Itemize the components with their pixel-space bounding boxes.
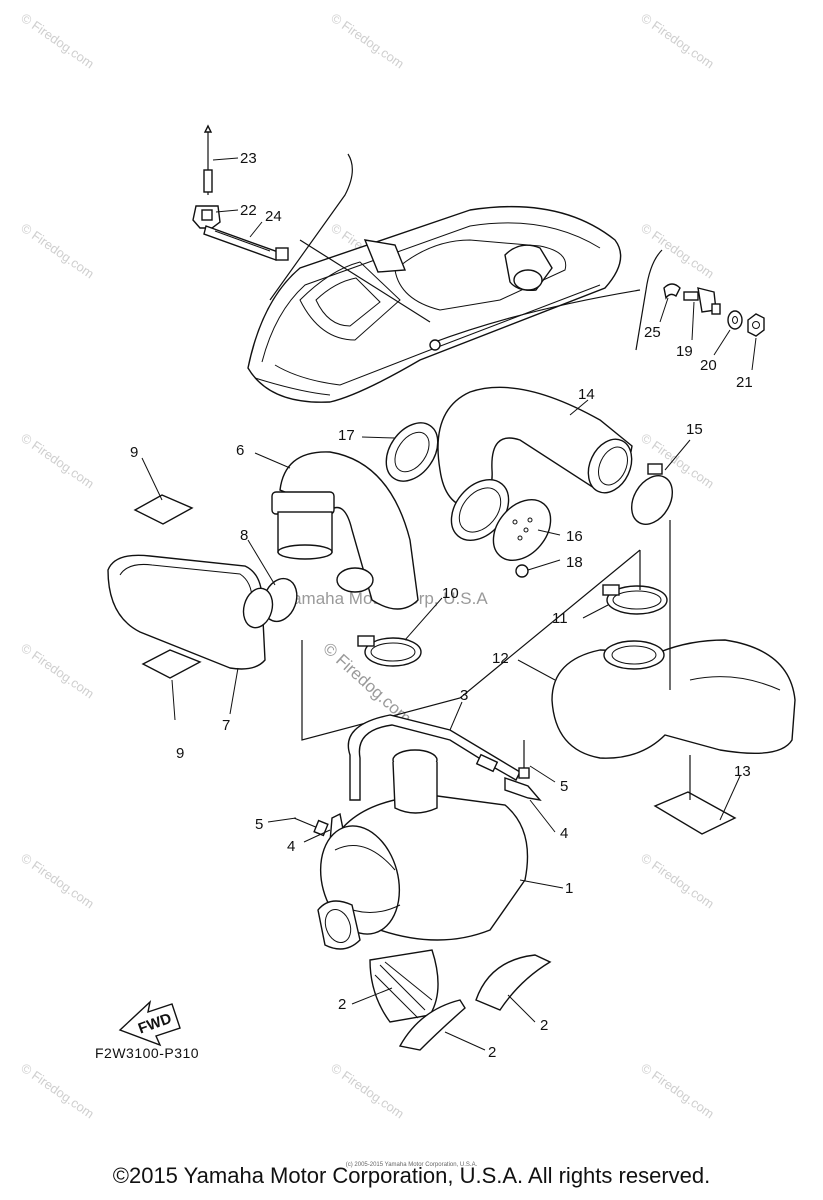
label-part-17: 17 (338, 427, 355, 444)
watermark: © Firedog.com (18, 430, 97, 491)
label-part-21: 21 (736, 374, 753, 391)
label-part-1: 1 (565, 880, 573, 897)
label-part-18: 18 (566, 554, 583, 571)
part-18-nut (515, 564, 529, 578)
label-part-12: 12 (492, 650, 509, 667)
label-part-5-right: 5 (560, 778, 568, 795)
label-part-4-left: 4 (287, 838, 295, 855)
label-part-7: 7 (222, 717, 230, 734)
label-part-11: 11 (552, 610, 568, 627)
label-part-16: 16 (566, 528, 583, 545)
watermark: © Firedog.com (638, 1060, 717, 1121)
label-part-9-bottom: 9 (176, 745, 184, 762)
label-part-9-top: 9 (130, 444, 138, 461)
label-part-5-left: 5 (255, 816, 263, 833)
part-19-fitting (683, 287, 721, 315)
part-5-bolt-left (293, 817, 329, 837)
forward-direction-arrow: FWD (118, 1000, 181, 1047)
label-part-8: 8 (240, 527, 248, 544)
label-part-3: 3 (460, 687, 468, 704)
watermark: © Firedog.com (328, 10, 407, 71)
watermark: © Firedog.com (638, 10, 717, 71)
label-part-23: 23 (240, 150, 257, 167)
detail-bracket-left (269, 153, 353, 301)
label-part-6: 6 (236, 442, 244, 459)
label-part-14: 14 (578, 386, 595, 403)
copyright-notice: ©2015 Yamaha Motor Corporation, U.S.A. A… (112, 1163, 711, 1188)
label-part-2-center: 2 (338, 996, 346, 1013)
part-12-resonator (551, 639, 796, 759)
part-3-strap (347, 714, 521, 801)
label-part-19: 19 (676, 343, 693, 360)
label-part-13: 13 (734, 763, 751, 780)
part-17-flange (385, 422, 439, 482)
label-part-10: 10 (442, 585, 459, 602)
part-2-shield-bottom (398, 999, 466, 1051)
part-11-clamp (602, 584, 668, 615)
part-24-cable-tie (203, 225, 289, 261)
part-14-duct (437, 386, 633, 509)
label-part-25: 25 (644, 324, 661, 341)
part-7-air-box (107, 554, 274, 670)
part-number-labels: 23 22 24 25 19 20 21 14 17 15 6 9 16 8 1… (130, 150, 753, 1061)
part-5-bolt-right (518, 740, 530, 779)
watermark: © Firedog.com (328, 1060, 407, 1121)
leader-lines (141, 157, 757, 1051)
part-23-rivet (203, 124, 213, 195)
wire-harness-link (299, 239, 431, 323)
watermark: © Firedog.com (18, 10, 97, 71)
pipe-joint-ring (336, 567, 374, 593)
part-10-clamp (357, 635, 422, 667)
part-4-bracket-right (504, 777, 542, 802)
label-part-15: 15 (686, 421, 703, 438)
part-25-clip (663, 283, 681, 300)
diagram-code: F2W3100-P310 (95, 1045, 200, 1061)
watermark: © Firedog.com (18, 220, 97, 281)
wire-harness-right (431, 289, 641, 344)
part-15-clamp (631, 463, 673, 525)
part-9-pad-top (133, 494, 194, 525)
part-16-plate (450, 479, 552, 561)
part-9-pad-bottom (141, 649, 202, 679)
part-2-shield-center (369, 949, 439, 1023)
detail-bracket-right (635, 249, 663, 351)
watermark: © Firedog.com (18, 1060, 97, 1121)
watermark: © Firedog.com (18, 850, 97, 911)
part-22-holder (192, 205, 221, 229)
part-2-shield-right (475, 954, 552, 1011)
label-part-4-right: 4 (560, 825, 568, 842)
label-part-2-right: 2 (540, 1017, 548, 1034)
watermark: © Firedog.com (638, 850, 717, 911)
part-1-water-box (317, 749, 529, 950)
label-part-20: 20 (700, 357, 717, 374)
label-part-22: 22 (240, 202, 257, 219)
watercraft-hull (247, 205, 641, 403)
label-part-2-bottom: 2 (488, 1044, 496, 1061)
part-20-washer (727, 310, 743, 330)
watermark: © Firedog.com (18, 640, 97, 701)
part-21-nut (747, 313, 765, 337)
copyright-small-print: (c) 2005-2015 Yamaha Motor Corporation, … (345, 1162, 478, 1168)
label-part-24: 24 (265, 208, 282, 225)
part-6-pipe (271, 451, 419, 610)
part-13-pad (653, 791, 737, 835)
